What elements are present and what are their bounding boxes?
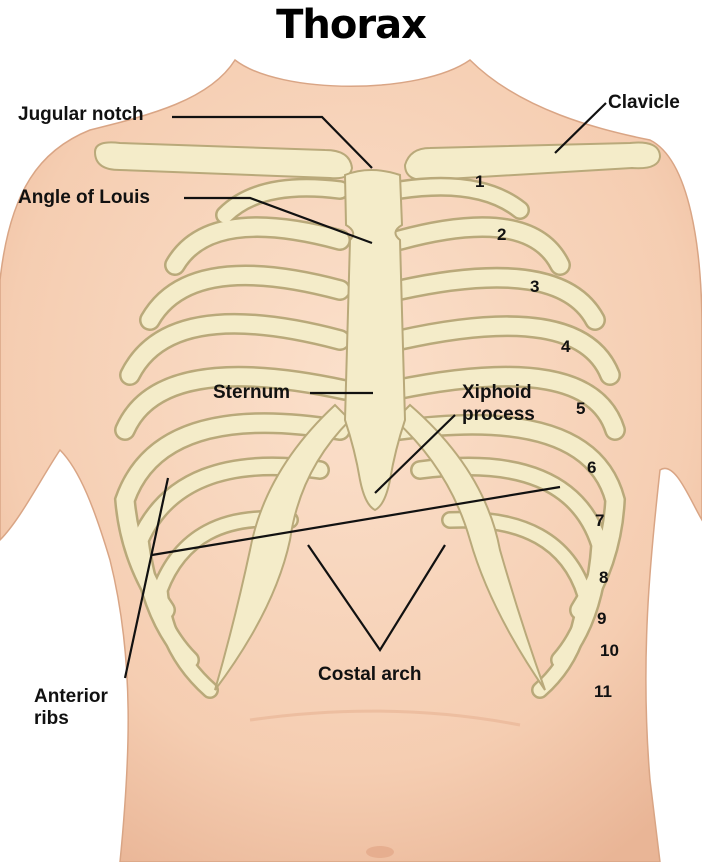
diagram-title: Thorax (0, 2, 702, 48)
rib-number-3: 3 (530, 277, 539, 297)
label-anterior-ribs: Anterior ribs (34, 686, 108, 730)
label-jugular-notch: Jugular notch (18, 104, 144, 126)
navel (366, 846, 394, 858)
rib-number-6: 6 (587, 458, 596, 478)
rib-number-8: 8 (599, 568, 608, 588)
label-clavicle: Clavicle (608, 92, 680, 114)
rib-number-10: 10 (600, 641, 619, 661)
rib-number-11: 11 (594, 682, 612, 702)
rib-number-9: 9 (597, 609, 606, 629)
label-sternum: Sternum (213, 382, 290, 404)
rib-number-4: 4 (561, 337, 570, 357)
rib-number-7: 7 (595, 511, 604, 531)
rib-number-1: 1 (475, 172, 484, 192)
label-angle-of-louis: Angle of Louis (18, 187, 150, 209)
label-xiphoid-process: Xiphoid process (462, 382, 535, 426)
rib-number-5: 5 (576, 399, 585, 419)
label-costal-arch: Costal arch (318, 664, 421, 686)
rib-number-2: 2 (497, 225, 506, 245)
